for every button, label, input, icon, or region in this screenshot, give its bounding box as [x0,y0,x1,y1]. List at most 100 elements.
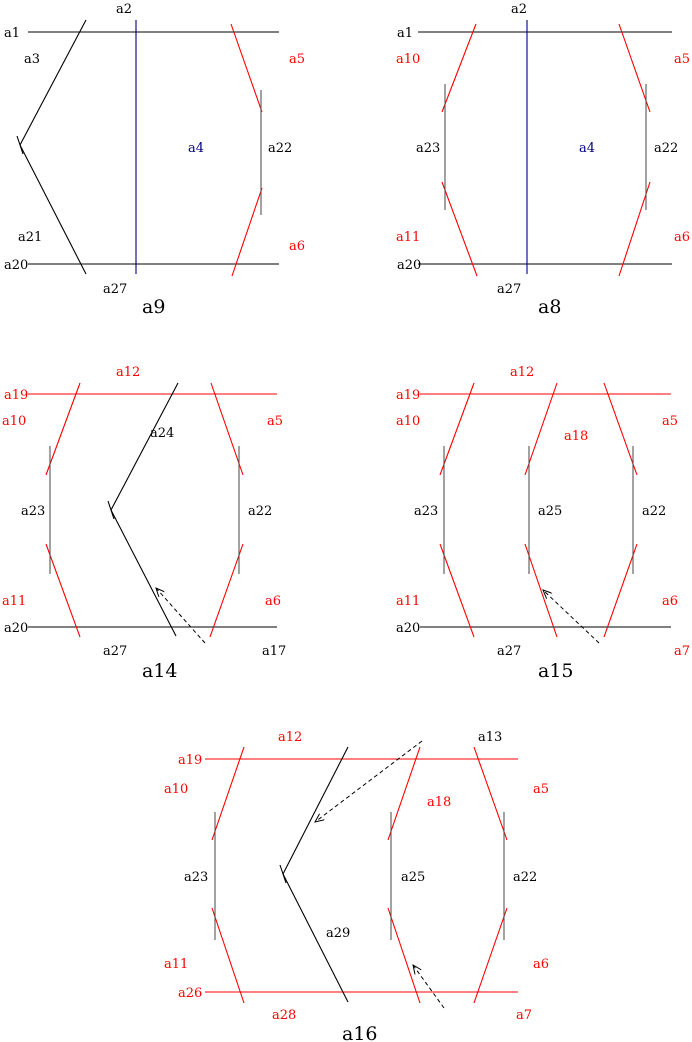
label-a6: a6 [289,239,305,254]
label-a27: a27 [497,282,521,297]
label-a12: a12 [116,365,140,380]
panel-a15: a12 a19 a10 a5 a18 a23 a25 a22 a11 a6 a2… [396,365,690,682]
label-a28: a28 [272,1008,296,1023]
tick-a16 [279,864,287,884]
line-a6 [603,543,638,638]
dashed-arrow [156,588,206,644]
label-a11: a11 [164,957,188,972]
line-a3 [19,19,87,146]
label-a6: a6 [533,957,549,972]
label-a11: a11 [396,230,420,245]
label-a17: a17 [262,644,286,659]
label-a29: a29 [326,926,350,941]
label-a27: a27 [103,282,127,297]
label-a22: a22 [654,141,678,156]
label-a5: a5 [662,414,678,429]
line-a10 [211,746,245,841]
label-a6: a6 [265,594,281,609]
label-a12: a12 [510,365,534,380]
line-a6 [618,181,651,277]
label-a23: a23 [21,504,45,519]
label-a10: a10 [396,52,420,67]
label-a26: a26 [178,986,202,1001]
label-a19: a19 [4,388,28,403]
panel-a8: a1 a2 a10 a5 a23 a4 a22 a11 a6 a20 a27 a… [396,2,690,318]
tick-a9 [16,135,24,155]
line-a6 [231,187,263,277]
line-a11 [211,907,245,1004]
line-a5 [230,23,263,113]
label-a7: a7 [516,1008,532,1023]
label-a20: a20 [4,258,28,273]
line-a5 [603,382,638,476]
tick-a14 [107,500,115,520]
caption-a16: a16 [342,1023,378,1042]
line-a25-lower [387,907,421,1004]
line-a18 [524,382,558,476]
label-a7: a7 [674,644,690,659]
line-a5 [473,746,508,841]
line-a5 [210,382,244,476]
label-a20: a20 [4,621,28,636]
line-a10 [441,23,477,113]
caption-a14: a14 [142,660,178,682]
label-a10: a10 [2,414,26,429]
label-a18: a18 [427,795,451,810]
caption-a8: a8 [538,296,561,318]
label-a4: a4 [188,141,204,156]
panel-a9: a1 a2 a3 a4 a5 a22 a21 a6 a20 a27 a9 [4,2,305,318]
label-a18: a18 [564,429,588,444]
dashed-arrow-upper [315,740,423,822]
label-a11: a11 [396,594,420,609]
label-a22: a22 [268,141,292,156]
label-a20: a20 [396,621,420,636]
line-a10 [439,382,475,476]
label-a5: a5 [533,782,549,797]
label-a25: a25 [401,870,425,885]
line-a24-lower [110,509,177,637]
label-a19: a19 [396,388,420,403]
label-a5: a5 [674,52,690,67]
label-a10: a10 [396,414,420,429]
label-a11: a11 [2,594,26,609]
label-a2: a2 [511,2,527,17]
label-a27: a27 [497,644,521,659]
label-a22: a22 [248,504,272,519]
label-a19: a19 [178,753,202,768]
line-a11 [439,543,475,638]
dashed-arrow [543,590,600,644]
label-a2: a2 [116,2,132,17]
panel-a14: a12 a19 a10 a5 a24 a23 a22 a11 a6 a20 a2… [2,365,286,682]
label-a21: a21 [18,230,42,245]
caption-a15: a15 [538,660,574,682]
line-a24 [110,382,179,511]
panel-a16: a12 a13 a19 a10 a18 a5 a23 a25 a22 a29 a… [164,730,549,1042]
line-a29-upper [282,746,349,875]
line-a11 [441,181,478,277]
caption-a9: a9 [142,296,165,318]
label-a4: a4 [579,141,595,156]
label-a1: a1 [4,26,20,41]
dashed-arrow-lower [413,965,445,1009]
line-a11 [45,543,81,638]
label-a22: a22 [513,870,537,885]
label-a5: a5 [289,52,305,67]
label-a25: a25 [538,504,562,519]
line-a5 [618,23,651,113]
label-a20: a20 [397,258,421,273]
line-a18 [387,746,421,841]
label-a1: a1 [397,26,413,41]
line-a21 [19,144,87,275]
label-a27: a27 [103,644,127,659]
label-a23: a23 [414,504,438,519]
label-a23: a23 [416,141,440,156]
label-a23: a23 [184,870,208,885]
label-a22: a22 [642,504,666,519]
label-a13: a13 [478,730,502,745]
line-a29 [282,873,349,1003]
label-a10: a10 [164,782,188,797]
line-a10 [45,382,81,476]
label-a12: a12 [278,730,302,745]
label-a6: a6 [674,230,690,245]
